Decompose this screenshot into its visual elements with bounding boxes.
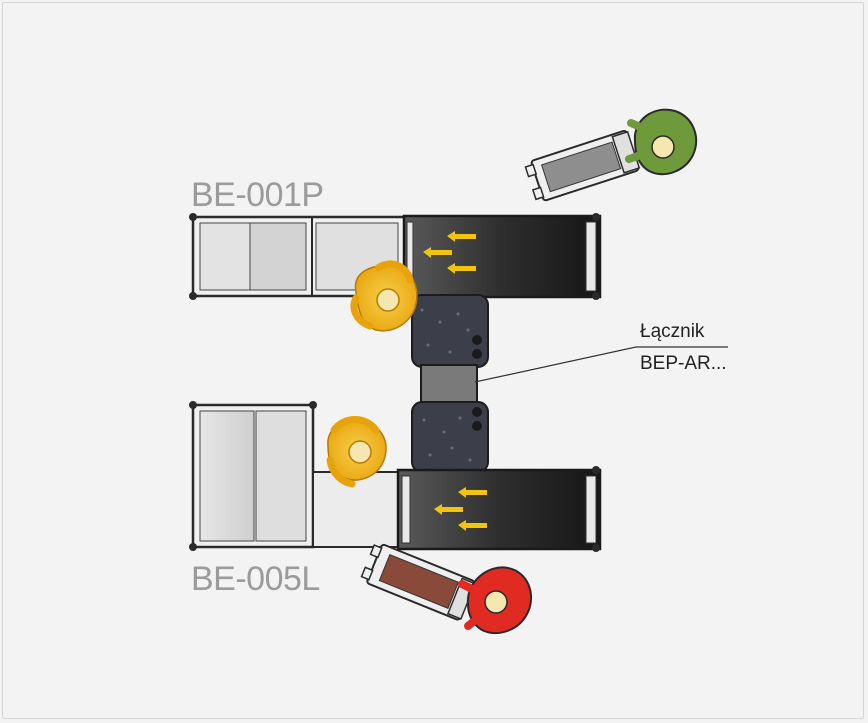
connector-model-label: BEP-AR...: [640, 353, 727, 374]
station-top: [189, 213, 602, 300]
direction-arrow-icon: [423, 231, 476, 274]
cart-icon: [524, 129, 641, 202]
operator-icon: [326, 416, 387, 488]
station-bottom: [189, 401, 602, 552]
conveyor-top: [402, 214, 602, 299]
operator-icon: [458, 566, 533, 635]
connector-leader: [474, 346, 728, 383]
operator-icon: [350, 260, 418, 332]
connector-link: [420, 364, 478, 405]
connector-module: [411, 294, 489, 473]
station-bottom-label: BE-005L: [191, 560, 320, 598]
cart-icon: [360, 543, 477, 621]
station-bottom-table: [312, 471, 406, 548]
operator-icon: [625, 108, 698, 176]
direction-arrow-icon: [434, 487, 487, 531]
conveyor-bottom: [396, 468, 602, 551]
station-top-label: BE-001P: [191, 176, 324, 214]
connector-title-label: Łącznik: [640, 321, 705, 342]
